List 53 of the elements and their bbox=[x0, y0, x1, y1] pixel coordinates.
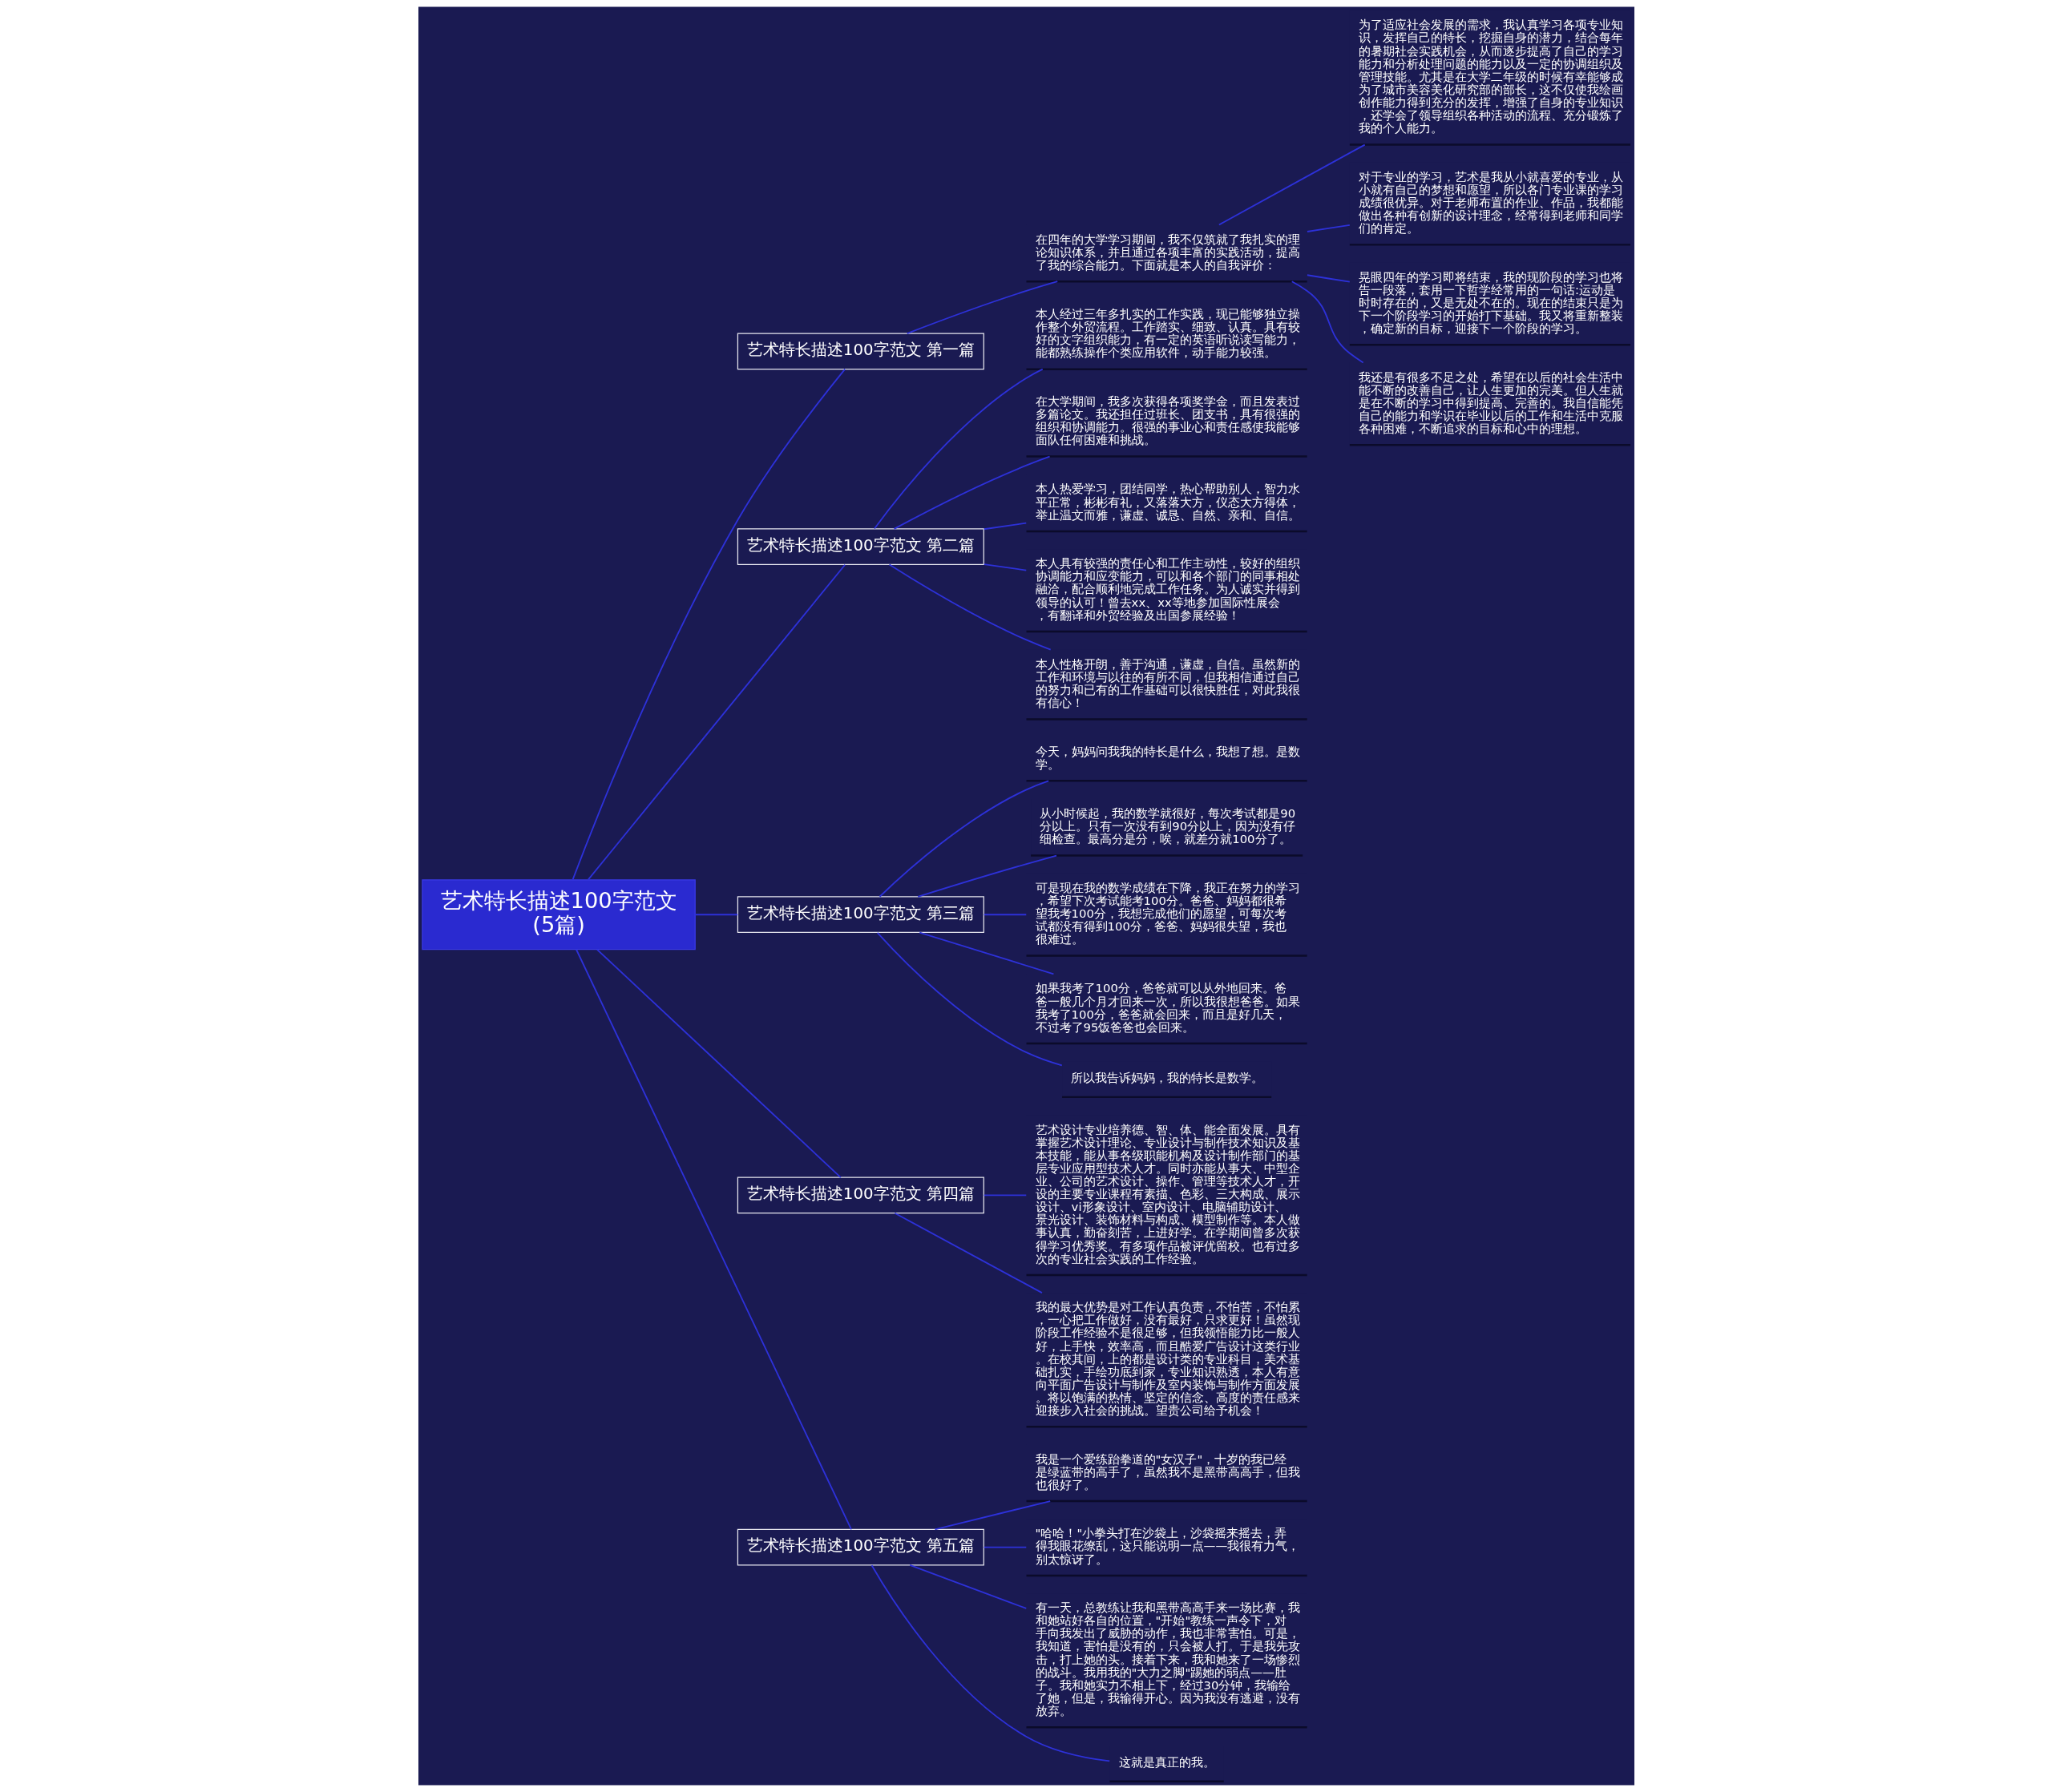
node-box: 艺术特长描述100字范文 第二篇 bbox=[737, 528, 984, 566]
node-text: 如果我考了100分，爸爸就可以从外地回来。爸爸一般几个月才回来一次，所以我很想爸爸。如果我考了100分，爸爸就会回来，而且是好几天，不过考了95饭爸爸也会回来。 bbox=[1035, 981, 1300, 1034]
node-text: 晃眼四年的学习即将结束，我的现阶段的学习也将告一段落，套用一下哲学经常用的一句话:运动是时时存在的，又是无处不在的。现在的结束只是为下一个阶段学习的开始打下基础。我又将重新整装，确定新的目标，迎接下一个阶段的学习。 bbox=[1358, 269, 1623, 335]
node-text: 本人热爱学习，团结同学，热心帮助别人，智力水平正常，彬彬有礼，又落落大方，仪态大方得体，举止温文而雅，谦虚、诚恳、自然、亲和、自信。 bbox=[1035, 482, 1300, 522]
node-text: 所以我告诉妈妈，我的特长是数学。 bbox=[1070, 1071, 1263, 1085]
connector bbox=[918, 931, 1054, 975]
connector bbox=[983, 914, 1027, 916]
connector bbox=[983, 522, 1027, 531]
connector bbox=[983, 563, 1027, 571]
node-text: 本人经过三年多扎实的工作实践，现已能够独立操作整个外贸流程。工作踏实、细致、认真。具有较好的文字组织能力，有一定的英语听说读写能力，能都熟练操作个类应用软件，动手能力较强。 bbox=[1035, 307, 1300, 360]
node-text: 本人性格开朗，善于沟通，谦虚，自信。虽然新的工作和环境与以往的有所不同，但我相信通过自己的努力和已有的工作基础可以很快胜任，对此我很有信心！ bbox=[1035, 656, 1300, 710]
connector bbox=[876, 931, 1063, 1067]
connector bbox=[575, 948, 852, 1531]
node-text: 我是一个爱练跆拳道的"女汉子"，十岁的我已经是绿蓝带的高手了，虽然我不是黑带高高手，但我也很好了。 bbox=[1035, 1451, 1300, 1491]
node-text: 在四年的大学学习期间，我不仅筑就了我扎实的理论知识体系，并且通过各项丰富的实践活动，提高了我的综合能力。下面就是本人的自我评价： bbox=[1035, 232, 1300, 272]
connector bbox=[888, 563, 1052, 651]
connector bbox=[906, 281, 1058, 334]
node-text: 从小时候起，我的数学就很好，每次考试都是90分以上。只有一次没有到90分以上，因为没有仔细检查。最高分是分，唉，就差分就100分了。 bbox=[1039, 806, 1295, 846]
connector bbox=[893, 1212, 1043, 1294]
connector bbox=[983, 1194, 1027, 1197]
connector bbox=[879, 780, 1049, 898]
connector bbox=[1306, 224, 1351, 232]
node-text: 对于专业的学习，艺术是我从小就喜爱的专业，从小就有自己的梦想和愿望，所以各门专业课的学习成绩很优异。对于老师布置的作业、作品，我都能做出各种有创新的设计理念，经常得到老师和同学们的肯定。 bbox=[1358, 169, 1623, 236]
node-text: 艺术设计专业培养德、智、体、能全面发展。具有掌握艺术设计理论、专业设计与制作技术知识及基本技能，能从事各级职能机构及设计制作部门的基层专业应用型技术人才。同时亦能从事大、中型企业、公司的艺术设计、操作、管理等技术人才，开设的主要专业课程有素描、色彩、三大构成、展示设计、vi形象设计、室内设计、电脑辅助设计、景光设计、装饰材料与构成、模型制作等。本人做事认真，勤奋刻苦，上进好学。在学期间曾多次获得学习优秀奖。有多项作品被评优留校。也有过多次的专业社会实践的工作经验。 bbox=[1035, 1122, 1300, 1265]
connector bbox=[1218, 143, 1366, 226]
node-text: 有一天，总教练让我和黑带高高手来一场比赛，我和她站好各自的位置，"开始"教练一声令下，对手向我发出了威胁的动作，我也非常害怕。可是，我知道，害怕是没有的，只会被人打。于是我先攻击，打上她的头。接着下来，我和她来了一场惨烈的战斗。我用我的"大力之脚"踢她的弱点——肚子。我和她实力不相上下，经过30分钟，我输给了她，但是，我输得开心。因为我没有逃避，没有放弃。 bbox=[1035, 1600, 1300, 1717]
connector bbox=[1291, 281, 1364, 364]
connector bbox=[596, 948, 842, 1178]
connector bbox=[873, 368, 1044, 530]
node-text: 可是现在我的数学成绩在下降，我正在努力的学习，希望下次考试能考100分。爸爸、妈妈都很希望我考100分，我想完成他们的愿望，可每次考试都没有得到100分，爸爸、妈妈很失望，我也很难过。 bbox=[1035, 880, 1300, 946]
node-box: 艺术特长描述100字范文 第三篇 bbox=[737, 896, 984, 934]
connector bbox=[1306, 274, 1351, 283]
connector bbox=[916, 854, 1057, 898]
connector bbox=[587, 563, 846, 881]
node-box: 艺术特长描述100字范文 第四篇 bbox=[737, 1177, 984, 1214]
node-text: 今天，妈妈问我我的特长是什么，我想了想。是数学。 bbox=[1035, 744, 1300, 771]
connector bbox=[870, 1564, 1110, 1762]
connector bbox=[983, 1546, 1027, 1548]
node-box: 艺术特长描述100字范文(5篇) bbox=[421, 879, 696, 950]
node-text: 我还是有很多不足之处，希望在以后的社会生活中能不断的改善自己，让人生更加的完美。但人生就是在不断的学习中得到提高、完善的。我自信能凭自己的能力和学识在毕业以后的工作和生活中克服各种困难，不断追求的目标和心中的理想。 bbox=[1358, 369, 1623, 435]
connector bbox=[908, 1564, 1027, 1609]
node-text: 为了适应社会发展的需求，我认真学习各项专业知识，发挥自己的特长，挖掘自身的潜力，结合每年的暑期社会实践机会，从而逐步提高了自己的学习能力和分析处理问题的能力以及一定的协调组织及管理技能。尤其是在大学二年级的时候有幸能够成为了城市美容美化研究部的部长，这不仅使我绘画创作能力得到充分的发挥，增强了自身的专业知识，还学会了领导组织各种活动的流程、充分锻炼了我的个人能力。 bbox=[1358, 18, 1623, 135]
node-text: 我的最大优势是对工作认真负责，不怕苦，不怕累，一心把工作做好，没有最好，只求更好！虽然现阶段工作经验不是很足够，但我领悟能力比一般人好，上手快，效率高，而且酷爱广告设计这类行业。在校其间，上的都是设计类的专业科目，美术基础扎实，手绘功底到家，专业知识熟透，本人有意向平面广告设计与制作及室内装饰与制作方面发展。将以饱满的热情、坚定的信念、高度的责任感来迎接步入社会的挑战。望贵公司给予机会！ bbox=[1035, 1300, 1300, 1417]
connector bbox=[934, 1500, 1051, 1531]
node-text: 在大学期间，我多次获得各项奖学金，而且发表过多篇论文。我还担任过班长、团支书，具有很强的组织和协调能力。很强的事业心和责任感使我能够面队任何困难和挑战。 bbox=[1035, 394, 1300, 447]
node-text: 这就是真正的我。 bbox=[1118, 1755, 1215, 1770]
node-text: "哈哈！"小拳头打在沙袋上，沙袋摇来摇去，弄得我眼花缭乱，这只能说明一点——我很有力气，别太惊讶了。 bbox=[1035, 1526, 1299, 1566]
connector bbox=[893, 455, 1050, 530]
connector bbox=[694, 914, 738, 916]
node-box: 艺术特长描述100字范文 第五篇 bbox=[737, 1528, 984, 1566]
node-text: 本人具有较强的责任心和工作主动性，较好的组织协调能力和应变能力，可以和各个部门的同事相处融洽，配合顺利地完成工作任务。为人诚实并得到领导的认可！曾去xx、xx等地参加国际性展会，有翻译和外贸经验及出国参展经验！ bbox=[1035, 556, 1300, 622]
connector bbox=[572, 368, 846, 881]
node-box: 艺术特长描述100字范文 第一篇 bbox=[737, 333, 984, 370]
